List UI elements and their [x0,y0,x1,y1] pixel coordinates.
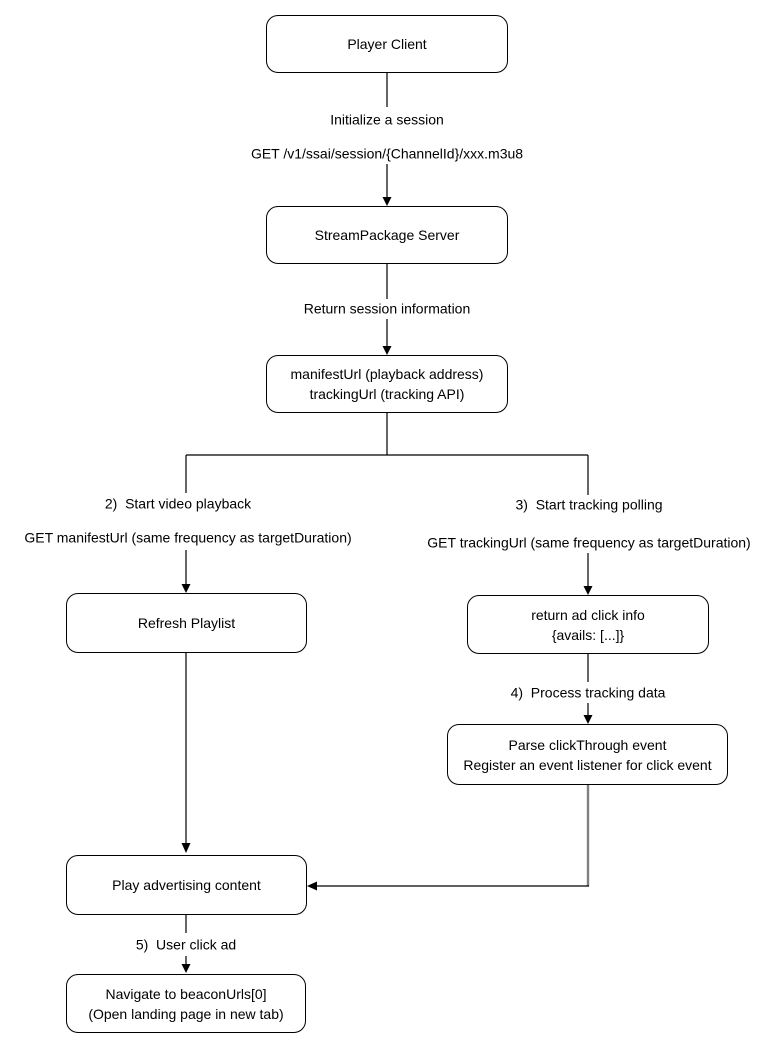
node-refresh-playlist-label: Refresh Playlist [137,615,236,631]
node-navigate-beacon-line2: (Open landing page in new tab) [88,1005,284,1022]
node-ad-click-info-line2: {avails: [...]} [551,626,625,643]
label-return-session: Return session information [300,300,474,318]
arrowhead-into-play-right [307,881,317,891]
node-play-ad-label: Play advertising content [112,877,261,893]
node-refresh-playlist: Refresh Playlist [66,593,307,653]
node-navigate-beacon-line1: Navigate to beaconUrls[0] [105,985,267,1002]
label-get-tracking: GET trackingUrl (same frequency as targe… [424,534,754,552]
arrowhead-into-nav [181,964,191,973]
arrowhead-into-play-top [181,843,191,853]
node-session-info: manifestUrl (playback address) trackingU… [266,355,508,413]
node-streampackage-server: StreamPackage Server [266,206,508,264]
arrowhead-into-adclick [583,586,593,595]
label-start-video-playback: 2) Start video playback [101,495,255,513]
node-play-ad: Play advertising content [66,855,307,915]
arrowhead-into-parse [583,715,593,724]
label-process-tracking-data: 4) Process tracking data [507,684,669,702]
arrowhead-into-session [382,346,392,355]
node-parse-event: Parse clickThrough event Register an eve… [447,724,728,785]
node-streampackage-server-label: StreamPackage Server [314,227,460,243]
node-player-client-label: Player Client [347,36,427,52]
node-parse-event-line1: Parse clickThrough event [508,736,667,753]
label-user-click-ad: 5) User click ad [132,936,240,954]
node-player-client: Player Client [266,15,508,73]
label-get-manifest: GET manifestUrl (same frequency as targe… [21,529,355,547]
node-ad-click-info-line1: return ad click info [531,606,645,623]
label-get-session: GET /v1/ssai/session/{ChannelId}/xxx.m3u… [247,145,527,163]
node-parse-event-line2: Register an event listener for click eve… [463,756,712,773]
label-initialize-session: Initialize a session [327,111,447,129]
arrowhead-into-refresh [181,584,191,593]
node-ad-click-info: return ad click info {avails: [...]} [467,595,709,654]
arrowhead-into-server [382,197,392,206]
node-navigate-beacon: Navigate to beaconUrls[0] (Open landing … [66,974,306,1033]
label-start-tracking-polling: 3) Start tracking polling [512,496,666,514]
node-session-info-line1: manifestUrl (playback address) [290,366,484,382]
node-session-info-line2: trackingUrl (tracking API) [309,386,465,402]
